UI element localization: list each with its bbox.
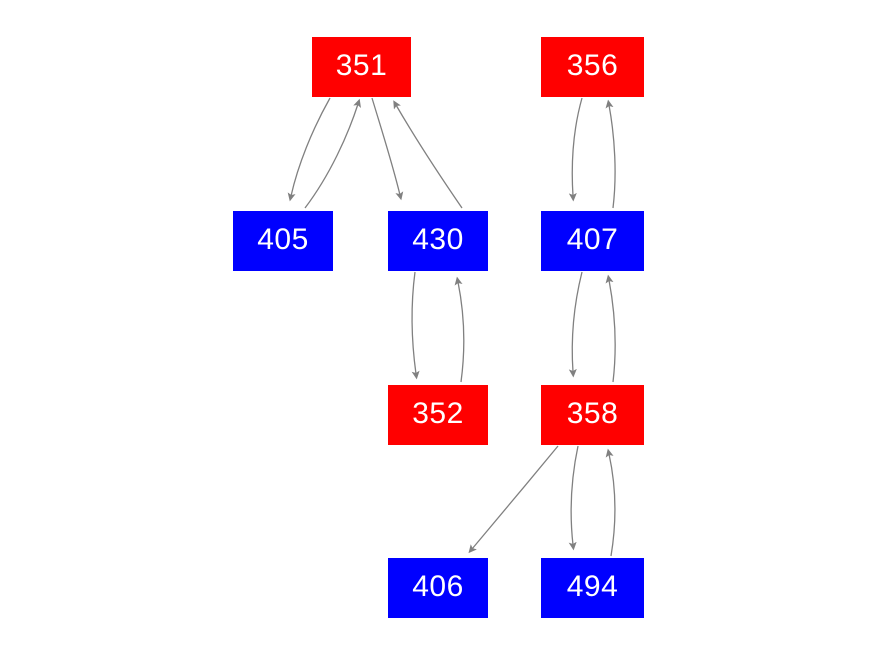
graph-node-label: 358	[566, 397, 619, 430]
graph-node-406[interactable]: 406	[388, 558, 488, 618]
graph-edge	[568, 271, 583, 378]
graph-edge	[304, 98, 361, 209]
graph-node-358[interactable]: 358	[541, 385, 644, 445]
graph-node-label: 405	[257, 223, 309, 256]
graph-node-label: 406	[412, 570, 464, 603]
graph-node-351[interactable]: 351	[312, 37, 411, 97]
graph-node-label: 352	[412, 397, 464, 430]
graph-node-label: 356	[566, 49, 619, 82]
graph-edge	[393, 100, 463, 209]
graph-node-356[interactable]: 356	[541, 37, 644, 97]
graph-node-352[interactable]: 352	[388, 385, 488, 445]
graph-edge	[371, 97, 404, 201]
graph-edge	[605, 448, 616, 557]
graph-edge	[468, 445, 559, 554]
graph-edge	[605, 274, 616, 383]
graph-node-430[interactable]: 430	[388, 211, 488, 271]
graph-edge	[568, 445, 579, 551]
graph-edge	[411, 271, 420, 380]
graph-node-label: 494	[566, 570, 619, 603]
graph-node-label: 351	[335, 49, 388, 82]
edges-group	[287, 97, 616, 557]
graph-node-label: 407	[566, 223, 619, 256]
graph-node-label: 430	[412, 223, 464, 256]
graph-node-494[interactable]: 494	[541, 558, 644, 618]
graph-edge	[605, 99, 616, 209]
graph-edge	[287, 97, 331, 202]
graph-node-405[interactable]: 405	[233, 211, 333, 271]
graph-edge	[454, 276, 465, 383]
graph-node-407[interactable]: 407	[541, 211, 644, 271]
graph-edge	[568, 97, 583, 202]
